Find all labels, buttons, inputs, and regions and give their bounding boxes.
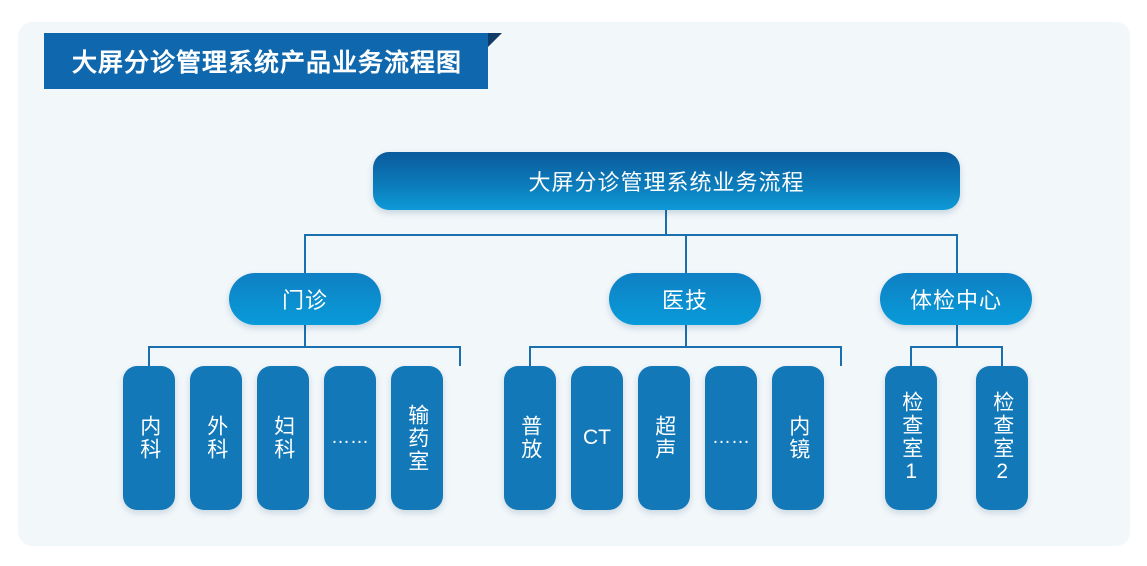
title-ribbon: 大屏分诊管理系统产品业务流程图 xyxy=(44,33,503,89)
connector-outpatient-bus xyxy=(148,346,461,348)
node-leaf-endoscopy[interactable]: 内镜 xyxy=(772,366,824,510)
node-leaf-exam-room-1-label: 检查室1 xyxy=(899,391,923,485)
connector-drop-outpatient xyxy=(304,234,306,274)
node-leaf-internal-medicine-label: 内科 xyxy=(137,415,161,461)
node-leaf-general-radiology[interactable]: 普放 xyxy=(504,366,556,510)
connector-examcenter-bus xyxy=(910,346,1003,348)
node-leaf-exam-room-2[interactable]: 检查室2 xyxy=(976,366,1028,510)
node-leaf-internal-medicine[interactable]: 内科 xyxy=(123,366,175,510)
node-leaf-surgery[interactable]: 外科 xyxy=(190,366,242,510)
node-group-health-exam-center-label: 体检中心 xyxy=(909,288,1002,313)
node-group-outpatient-label: 门诊 xyxy=(281,288,328,313)
node-leaf-medtech-ellipsis[interactable]: …… xyxy=(705,366,757,510)
node-leaf-ultrasound-label: 超声 xyxy=(652,415,676,461)
node-leaf-ultrasound[interactable]: 超声 xyxy=(638,366,690,510)
node-leaf-infusion-pharmacy[interactable]: 输药室 xyxy=(391,366,443,510)
connector-level2-bus xyxy=(304,234,958,236)
node-leaf-ct-label: CT xyxy=(583,426,611,450)
connector-medtech-bus xyxy=(529,346,842,348)
node-leaf-endoscopy-label: 内镜 xyxy=(786,415,810,461)
node-leaf-outpatient-ellipsis-label: …… xyxy=(331,427,369,449)
node-group-medical-technology[interactable]: 医技 xyxy=(609,273,761,325)
ribbon-fold-icon xyxy=(488,33,503,47)
node-leaf-medtech-ellipsis-label: …… xyxy=(712,427,750,449)
node-leaf-gynecology[interactable]: 妇科 xyxy=(257,366,309,510)
connector-leaf-general-radiology xyxy=(529,346,531,366)
connector-examcenter-stem xyxy=(956,325,958,347)
node-root-label: 大屏分诊管理系统业务流程 xyxy=(528,170,805,195)
node-leaf-exam-room-1[interactable]: 检查室1 xyxy=(885,366,937,510)
node-leaf-exam-room-2-label: 检查室2 xyxy=(990,391,1014,485)
connector-leaf-endoscopy xyxy=(840,346,842,366)
node-group-medical-technology-label: 医技 xyxy=(661,288,708,313)
node-leaf-infusion-pharmacy-label: 输药室 xyxy=(405,403,429,473)
connector-outpatient-stem xyxy=(304,325,306,347)
page-title: 大屏分诊管理系统产品业务流程图 xyxy=(72,49,463,77)
connector-drop-medical-technology xyxy=(685,234,687,274)
connector-drop-health-exam-center xyxy=(956,234,958,274)
connector-medtech-stem xyxy=(685,325,687,347)
connector-leaf-infusion-pharmacy xyxy=(459,346,461,366)
connector-leaf-internal-medicine xyxy=(148,346,150,366)
node-root[interactable]: 大屏分诊管理系统业务流程 xyxy=(373,152,960,210)
connector-root-stem xyxy=(665,210,667,235)
node-leaf-ct[interactable]: CT xyxy=(571,366,623,510)
connector-leaf-exam-room-2 xyxy=(1001,346,1003,366)
node-leaf-outpatient-ellipsis[interactable]: …… xyxy=(324,366,376,510)
node-leaf-general-radiology-label: 普放 xyxy=(518,415,542,461)
node-leaf-gynecology-label: 妇科 xyxy=(271,415,295,461)
node-leaf-surgery-label: 外科 xyxy=(204,415,228,461)
connector-leaf-exam-room-1 xyxy=(910,346,912,366)
node-group-health-exam-center[interactable]: 体检中心 xyxy=(880,273,1032,325)
node-group-outpatient[interactable]: 门诊 xyxy=(229,273,381,325)
